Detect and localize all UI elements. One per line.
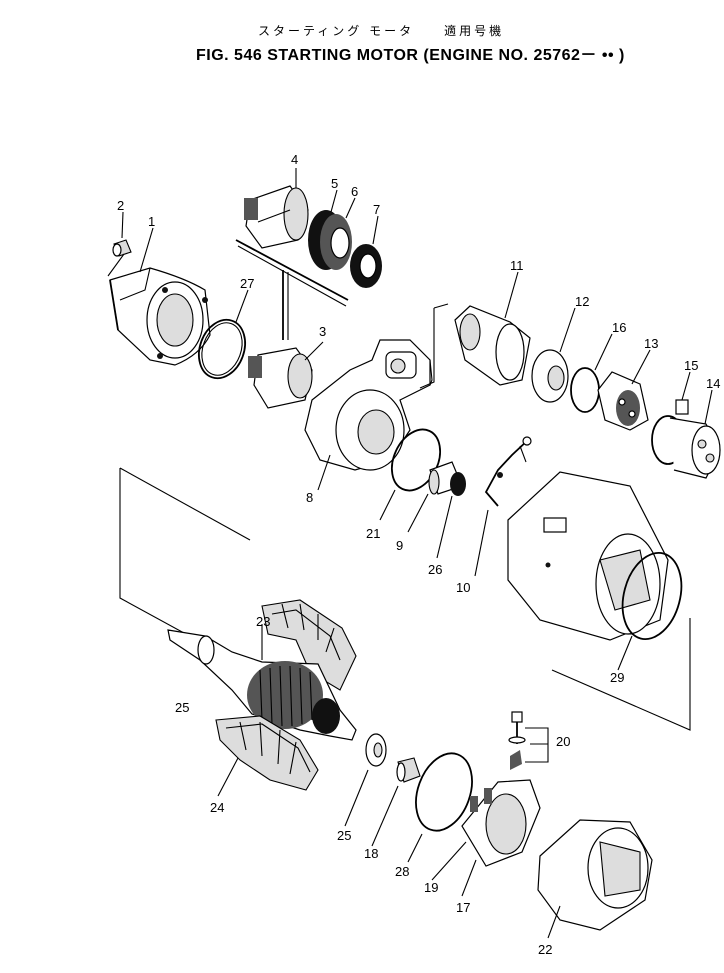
label-27: 27 <box>240 276 254 291</box>
part-3-pinion-assembly <box>235 239 349 409</box>
label-3: 3 <box>319 324 326 339</box>
label-20: 20 <box>556 734 570 749</box>
label-2: 2 <box>117 198 124 213</box>
part-23-field-coil <box>261 599 357 691</box>
label-14: 14 <box>706 376 720 391</box>
label-13: 13 <box>644 336 658 351</box>
part-1-drive-housing <box>107 227 211 366</box>
label-7: 7 <box>373 202 380 217</box>
label-25-bottom: 25 <box>337 828 351 843</box>
label-28: 28 <box>395 864 409 879</box>
label-17: 17 <box>456 900 470 915</box>
part-25-washer <box>344 733 387 827</box>
label-12: 12 <box>575 294 589 309</box>
part-labels: 2 1 4 5 6 7 27 3 11 12 16 13 15 14 8 21 … <box>117 152 720 957</box>
part-9-26-sleeve <box>407 461 466 559</box>
part-22-cover <box>537 819 653 939</box>
part-8-front-bracket <box>304 339 433 491</box>
figure-title-japanese: スターティング モータ 適用号機 <box>258 24 505 38</box>
part-4-clutch-housing <box>244 168 309 249</box>
label-22: 22 <box>538 942 552 957</box>
figure-header: スターティング モータ 適用号機 FIG. 546 STARTING MOTOR… <box>0 0 724 70</box>
label-4: 4 <box>291 152 298 167</box>
part-29-o-ring <box>617 551 683 671</box>
label-9: 9 <box>396 538 403 553</box>
part-5-6-clutch-plates <box>308 189 356 270</box>
label-10: 10 <box>456 580 470 595</box>
part-18-bushing <box>371 757 421 847</box>
part-27-o-ring <box>198 289 249 380</box>
part-20-bolts <box>508 711 549 770</box>
label-1: 1 <box>148 214 155 229</box>
label-21: 21 <box>366 526 380 541</box>
part-24-coil-lower <box>215 715 319 797</box>
part-7-ring <box>350 215 382 288</box>
label-8: 8 <box>306 490 313 505</box>
label-19: 19 <box>424 880 438 895</box>
part-12-washer <box>531 307 576 403</box>
label-18: 18 <box>364 846 378 861</box>
label-26: 26 <box>428 562 442 577</box>
part-11-solenoid <box>454 271 531 386</box>
part-13-contact-housing <box>597 349 651 431</box>
armature <box>167 624 357 741</box>
label-16: 16 <box>612 320 626 335</box>
part-10-shift-lever <box>474 436 532 577</box>
figure-title: FIG. 546 STARTING MOTOR (ENGINE NO. 2576… <box>196 47 625 64</box>
label-29: 29 <box>610 670 624 685</box>
label-23: 23 <box>256 614 270 629</box>
label-15: 15 <box>684 358 698 373</box>
part-17-19-rear-bracket <box>431 779 541 897</box>
part-28-o-ring <box>407 752 473 863</box>
yoke-body <box>507 471 691 731</box>
label-24: 24 <box>210 800 224 815</box>
label-6: 6 <box>351 184 358 199</box>
label-5: 5 <box>331 176 338 191</box>
part-14-15-cap <box>651 371 721 479</box>
label-11: 11 <box>510 258 524 273</box>
part-2-bushing <box>112 211 132 257</box>
label-25-top: 25 <box>175 700 189 715</box>
